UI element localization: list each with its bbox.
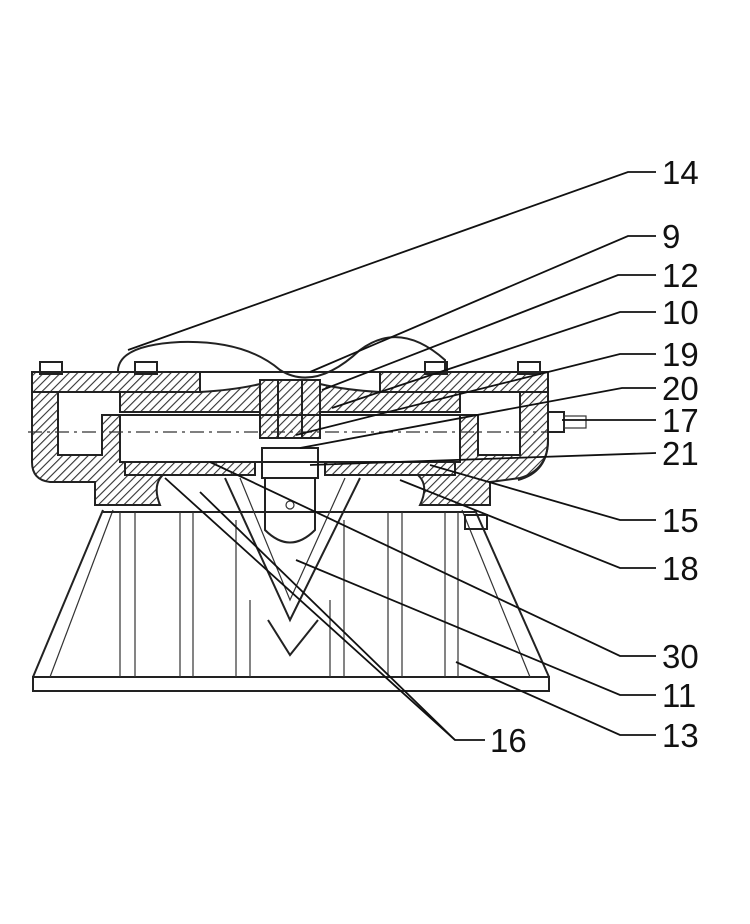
leader-12 — [321, 274, 656, 391]
flange-right — [379, 371, 549, 393]
leader-30 — [209, 461, 656, 657]
bolt-head-right — [517, 361, 541, 375]
callout-16: 16 — [490, 722, 527, 759]
leader-15 — [429, 464, 656, 521]
leader-13 — [455, 661, 656, 736]
base-plate — [32, 676, 550, 692]
center-hub — [259, 379, 321, 439]
frame-right-leg — [474, 509, 550, 678]
callout-15: 15 — [662, 502, 699, 539]
nut — [261, 447, 319, 479]
support-frame — [32, 509, 550, 692]
chamber — [119, 414, 461, 463]
lower-plate-left — [124, 461, 256, 476]
side-fitting — [517, 411, 587, 481]
spray-tip — [267, 619, 319, 657]
housing — [28, 361, 560, 530]
leader-9 — [309, 235, 656, 373]
spray-nozzle — [224, 477, 361, 657]
callout-30: 30 — [662, 638, 699, 675]
callout-17: 17 — [662, 402, 699, 439]
callout-19: 19 — [662, 336, 699, 373]
leader-14 — [127, 171, 656, 351]
diaphragm-cover — [117, 336, 446, 379]
callout-18: 18 — [662, 550, 699, 587]
leader-lines — [127, 171, 657, 741]
leader-19 — [295, 353, 656, 436]
callout-13: 13 — [662, 717, 699, 754]
leader-10 — [331, 311, 656, 409]
callout-10: 10 — [662, 294, 699, 331]
bolt-head-left — [39, 361, 63, 375]
callout-20: 20 — [662, 370, 699, 407]
callout-labels: 14 9 12 10 19 20 17 21 15 18 30 11 13 16 — [490, 154, 699, 759]
leader-20 — [299, 387, 656, 449]
callout-9: 9 — [662, 218, 680, 255]
frame-left-leg — [32, 509, 104, 678]
callout-21: 21 — [662, 435, 699, 472]
callout-12: 12 — [662, 257, 699, 294]
callout-11: 11 — [662, 677, 696, 714]
leader-11 — [295, 559, 656, 696]
callout-14: 14 — [662, 154, 699, 191]
leader-18 — [399, 479, 656, 569]
spray-cone-outer — [224, 477, 361, 623]
leader-21 — [309, 452, 657, 466]
